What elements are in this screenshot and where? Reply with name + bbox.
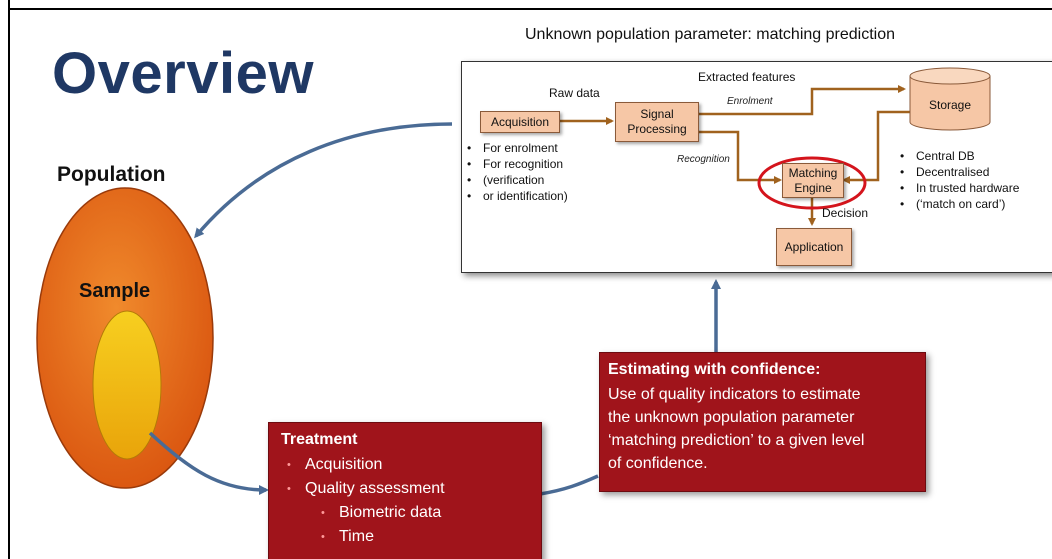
label-enrolment: Enrolment — [727, 96, 773, 107]
estimating-line: the unknown population parameter — [608, 409, 855, 426]
storage-continuation: (‘match on card’) — [916, 197, 1006, 211]
node-signal-processing-line1: Signal — [640, 107, 674, 121]
node-signal-processing-line2: Processing — [627, 122, 687, 136]
storage-option: Central DB — [898, 148, 1019, 164]
storage-option: In trusted hardware — [898, 180, 1019, 196]
storage-option: Decentralised — [898, 164, 1019, 180]
estimating-line: Use of quality indicators to estimate — [608, 386, 861, 403]
estimating-line: of confidence. — [608, 455, 708, 472]
node-application: Application — [776, 228, 852, 266]
enrolment-purpose-list: For enrolment For recognition (verificat… — [465, 140, 568, 204]
biometric-diagram: Raw data Extracted features Enrolment Re… — [461, 61, 1052, 273]
population-label: Population — [57, 163, 166, 186]
connector-sample-to-treatment — [148, 431, 269, 495]
treatment-title: Treatment — [281, 431, 358, 448]
flow-arrows — [560, 67, 991, 226]
treatment-subitem: Biometric data — [321, 501, 441, 525]
node-storage-label: Storage — [928, 98, 972, 112]
purpose-item-cont: or identification) — [465, 188, 568, 204]
node-signal-processing: Signal Processing — [615, 102, 699, 142]
sample-ellipse — [92, 310, 162, 460]
purpose-item-cont: (verification — [465, 172, 568, 188]
estimating-body: Use of quality indicators to estimate th… — [608, 383, 928, 475]
connector-diagram-to-population — [194, 122, 453, 239]
purpose-item: For recognition — [465, 156, 568, 172]
estimating-title: Estimating with confidence: — [608, 361, 821, 378]
treatment-list: Acquisition Quality assessment — [287, 453, 445, 501]
connector-treatment-to-estimating — [539, 474, 599, 496]
slide-frame-left — [8, 0, 10, 559]
node-matching-engine-line2: Engine — [794, 180, 832, 195]
arrow-signal-to-storage — [698, 85, 906, 116]
storage-cylinder — [909, 67, 991, 131]
label-recognition: Recognition — [677, 154, 730, 165]
purpose-continuation: or identification) — [483, 189, 568, 203]
storage-option-cont: (‘match on card’) — [898, 196, 1019, 212]
matching-highlight — [757, 156, 867, 210]
slide-frame-top — [8, 8, 1052, 10]
node-matching-engine-line1: Matching — [788, 165, 838, 180]
label-decision: Decision — [822, 206, 869, 220]
estimating-line: ‘matching prediction’ to a given level — [608, 432, 865, 449]
purpose-continuation: (verification — [483, 173, 545, 187]
label-raw-data: Raw data — [549, 86, 600, 100]
treatment-subitem: Time — [321, 525, 441, 549]
treatment-box: Treatment Acquisition Quality assessment… — [268, 422, 542, 559]
arrow-storage-to-matching — [842, 110, 910, 184]
slide-title: Overview — [52, 41, 314, 106]
label-extracted-features: Extracted features — [698, 70, 796, 84]
treatment-item: Quality assessment — [287, 477, 445, 501]
diagram-heading: Unknown population parameter: matching p… — [525, 26, 895, 43]
node-matching-engine: Matching Engine — [782, 163, 844, 198]
estimating-box: Estimating with confidence: Use of quali… — [599, 352, 926, 492]
storage-options-list: Central DB Decentralised In trusted hard… — [898, 148, 1019, 212]
sample-label: Sample — [79, 280, 151, 302]
treatment-item: Acquisition — [287, 453, 445, 477]
node-acquisition: Acquisition — [480, 111, 560, 133]
treatment-sublist: Biometric data Time — [321, 501, 441, 549]
purpose-item: For enrolment — [465, 140, 568, 156]
